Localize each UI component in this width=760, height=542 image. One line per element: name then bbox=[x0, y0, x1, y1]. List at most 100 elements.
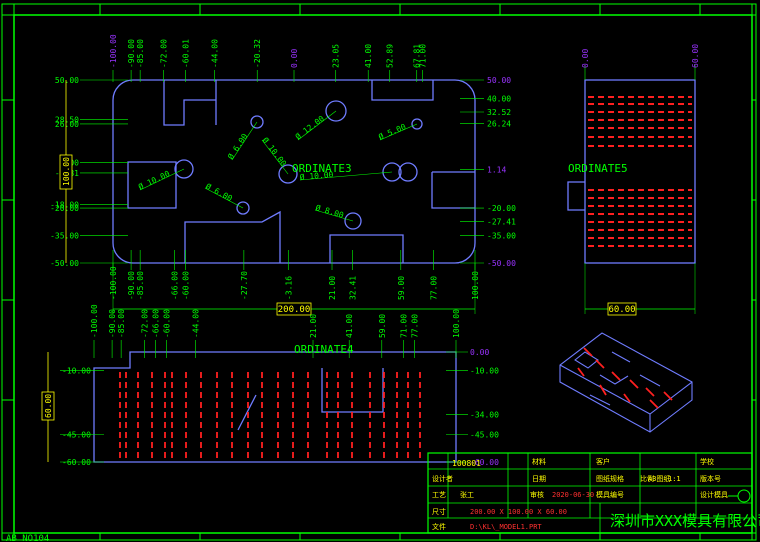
hole-leader-0 bbox=[231, 121, 258, 161]
top-xord-top-9: 41.00 bbox=[364, 44, 373, 68]
top-view-dimensions: -100.00-90.00-85.00-72.00-60.01-44.00-20… bbox=[50, 34, 516, 316]
top-width-dim: 200.00 bbox=[278, 305, 311, 315]
hole-label-4: Ø 10.00 bbox=[137, 168, 172, 192]
hole-label-3: Ø 5.00 bbox=[377, 121, 408, 142]
iso-hidden-0 bbox=[577, 367, 585, 377]
frame-ticks bbox=[2, 4, 756, 540]
top-yord-right-3: 26.24 bbox=[487, 119, 511, 128]
title-cell-14: 2020-06-30 bbox=[552, 491, 594, 499]
front-xord-12: 100.00 bbox=[452, 309, 461, 338]
front-view bbox=[93, 351, 457, 463]
hole-leader-1 bbox=[261, 139, 289, 175]
iso-hidden-3 bbox=[629, 379, 639, 389]
front-view-outline bbox=[93, 351, 457, 463]
hole-leader-4 bbox=[139, 168, 185, 191]
top-xord-top-7: 0.00 bbox=[290, 49, 299, 68]
top-view-notch-top bbox=[371, 80, 434, 101]
top-xord-top-2: -85.00 bbox=[136, 39, 145, 68]
hole-8 bbox=[344, 212, 362, 230]
front-xord-10: 71.00 bbox=[400, 314, 409, 338]
title-cell-19: D:\KL\_MODEL1.PRT bbox=[470, 523, 542, 531]
front-zord-right-3: -45.00 bbox=[470, 431, 499, 440]
iso-hidden-5 bbox=[663, 391, 673, 401]
front-xord-0: -100.00 bbox=[90, 304, 99, 338]
top-xord-bottom-0: -100.00 bbox=[109, 266, 118, 300]
hole-1 bbox=[250, 115, 264, 129]
side-view-hidden-lines bbox=[588, 96, 692, 247]
top-width-dim-box bbox=[276, 302, 312, 316]
top-yord-left-5: -18.00 bbox=[50, 200, 79, 209]
iso-hidden-8 bbox=[649, 399, 659, 409]
iso-view-hidden-lines bbox=[577, 347, 673, 409]
top-yord-left-0: 50.00 bbox=[55, 76, 79, 85]
hole-label-7: Ø 8.00 bbox=[314, 202, 345, 220]
company-name: 深圳市XXX模具有限公司 bbox=[610, 512, 760, 530]
front-view-hidden-lines bbox=[119, 372, 421, 460]
front-xord-9: 59.00 bbox=[378, 314, 387, 338]
side-view-label: ORDINATE5 bbox=[568, 162, 628, 175]
hole-leader-5 bbox=[299, 171, 393, 181]
title-cell-5: 1:1 bbox=[668, 475, 681, 483]
hole-4 bbox=[174, 159, 194, 179]
top-yord-right-6: -27.41 bbox=[487, 218, 516, 227]
top-xord-bottom-1: -90.00 bbox=[127, 271, 136, 300]
top-xord-bottom-4: -60.00 bbox=[181, 271, 190, 300]
top-yord-right-1: 40.00 bbox=[487, 94, 511, 103]
iso-details bbox=[574, 351, 661, 406]
top-view-pocket-left bbox=[163, 80, 217, 126]
top-xord-bottom-8: 32.41 bbox=[349, 276, 358, 300]
top-height-dim: 100.00 bbox=[62, 157, 71, 186]
front-xord-4: -66.00 bbox=[152, 309, 161, 338]
side-view-notch bbox=[567, 181, 585, 211]
front-zord-right-0: 0.00 bbox=[470, 348, 489, 357]
top-xord-top-1: -90.00 bbox=[127, 39, 136, 68]
front-xord-7: 21.00 bbox=[309, 314, 318, 338]
hole-leader-2 bbox=[297, 110, 337, 141]
top-yord-right-8: -50.00 bbox=[487, 259, 516, 268]
side-width-dim-box bbox=[607, 302, 637, 316]
top-xord-top-3: -72.00 bbox=[160, 39, 169, 68]
top-height-dim-box bbox=[59, 154, 73, 190]
side-width-dim: 60.00 bbox=[608, 305, 635, 315]
top-xord-bottom-11: 100.00 bbox=[471, 271, 480, 300]
title-cell-7: 设计者 bbox=[432, 474, 453, 483]
top-yord-right-7: -35.00 bbox=[487, 232, 516, 241]
top-xord-bottom-7: 21.00 bbox=[328, 276, 337, 300]
front-height-dim: 60.00 bbox=[44, 394, 53, 418]
hole-label-5: Ø 10.00 bbox=[299, 169, 334, 182]
hole-2 bbox=[325, 100, 347, 122]
hole-label-2: Ø 12.00 bbox=[293, 113, 326, 142]
hole-leader-3 bbox=[379, 123, 418, 141]
top-xord-top-10: 52.89 bbox=[386, 44, 395, 68]
title-cell-0: 材料 bbox=[532, 457, 546, 466]
top-yord-left-1: 28.50 bbox=[55, 115, 79, 124]
iso-hidden-6 bbox=[599, 384, 607, 396]
top-xord-bottom-6: -3.16 bbox=[284, 276, 293, 300]
front-height-dim-box bbox=[41, 391, 55, 421]
top-xord-top-0: -100.00 bbox=[109, 34, 118, 68]
front-xord-5: -60.00 bbox=[162, 309, 171, 338]
top-view-slot-left bbox=[127, 161, 177, 209]
hole-5 bbox=[278, 164, 298, 184]
front-xord-3: -72.00 bbox=[141, 309, 150, 338]
front-zord-right-2: -34.00 bbox=[470, 410, 499, 419]
title-cell-11: 工艺 bbox=[432, 491, 446, 499]
corner-text: AB NO104 bbox=[6, 534, 49, 542]
drawing-number: 100801 bbox=[452, 459, 481, 468]
front-xord-6: -44.00 bbox=[191, 309, 200, 338]
front-view-dimensions: -100.00-90.00-85.00-72.00-66.00-60.00-44… bbox=[41, 304, 499, 467]
top-yord-right-5: -20.00 bbox=[487, 204, 516, 213]
top-view-right-slot bbox=[431, 171, 475, 209]
side-top-ord-0: 0.00 bbox=[581, 49, 590, 68]
front-xord-8: 41.00 bbox=[345, 314, 354, 338]
top-xord-bottom-9: 59.00 bbox=[397, 276, 406, 300]
hole-label-1: Ø 10.00 bbox=[260, 135, 289, 168]
top-xord-bottom-10: 77.00 bbox=[429, 276, 438, 300]
drawing-frame-inner bbox=[13, 14, 753, 534]
iso-hidden-7 bbox=[623, 393, 631, 403]
title-cell-8: 日期 bbox=[532, 475, 546, 483]
title-cell-1: 客户 bbox=[596, 457, 610, 466]
title-cell-15: 版本号 bbox=[700, 474, 721, 483]
